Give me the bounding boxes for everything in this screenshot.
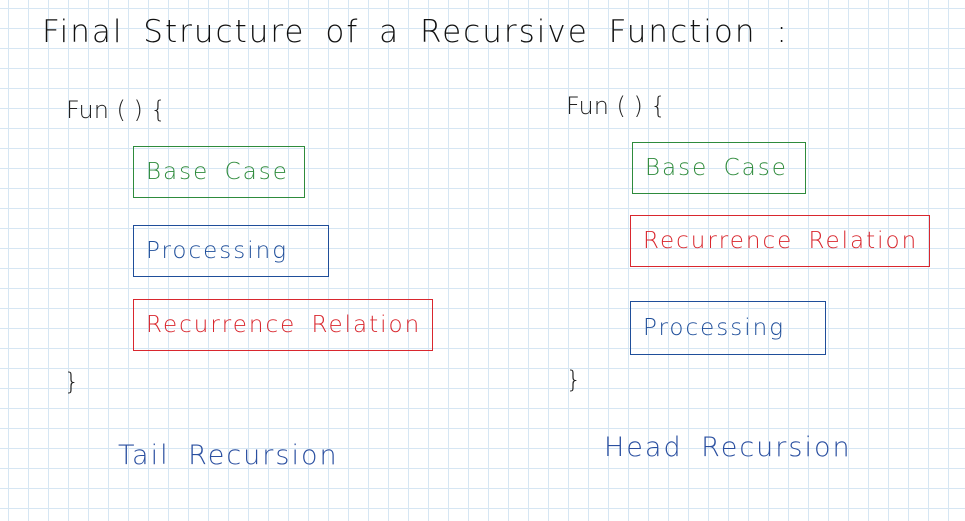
left-base-case-label: Base Case <box>146 159 289 185</box>
left-function-header: Fun ( ) { <box>66 96 166 124</box>
left-processing-label: Processing <box>146 238 289 264</box>
right-base-case-box: Base Case <box>632 142 806 194</box>
left-processing-box: Processing <box>133 225 329 277</box>
right-function-header: Fun ( ) { <box>566 92 666 120</box>
right-recurrence-relation-box: Recurrence Relation <box>630 215 930 267</box>
left-recurrence-relation-label: Recurrence Relation <box>146 312 422 338</box>
right-processing-label: Processing <box>643 315 786 341</box>
right-base-case-label: Base Case <box>645 155 788 181</box>
right-closing-brace: } <box>566 366 582 394</box>
page-title: Final Structure of a Recursive Function … <box>42 14 789 50</box>
left-recurrence-relation-box: Recurrence Relation <box>133 299 433 351</box>
right-processing-box: Processing <box>630 301 826 355</box>
left-closing-brace: } <box>64 368 80 396</box>
left-caption-tail-recursion: Tail Recursion <box>118 440 339 471</box>
right-caption-head-recursion: Head Recursion <box>604 432 852 463</box>
right-recurrence-relation-label: Recurrence Relation <box>643 228 919 254</box>
left-base-case-box: Base Case <box>133 146 305 198</box>
